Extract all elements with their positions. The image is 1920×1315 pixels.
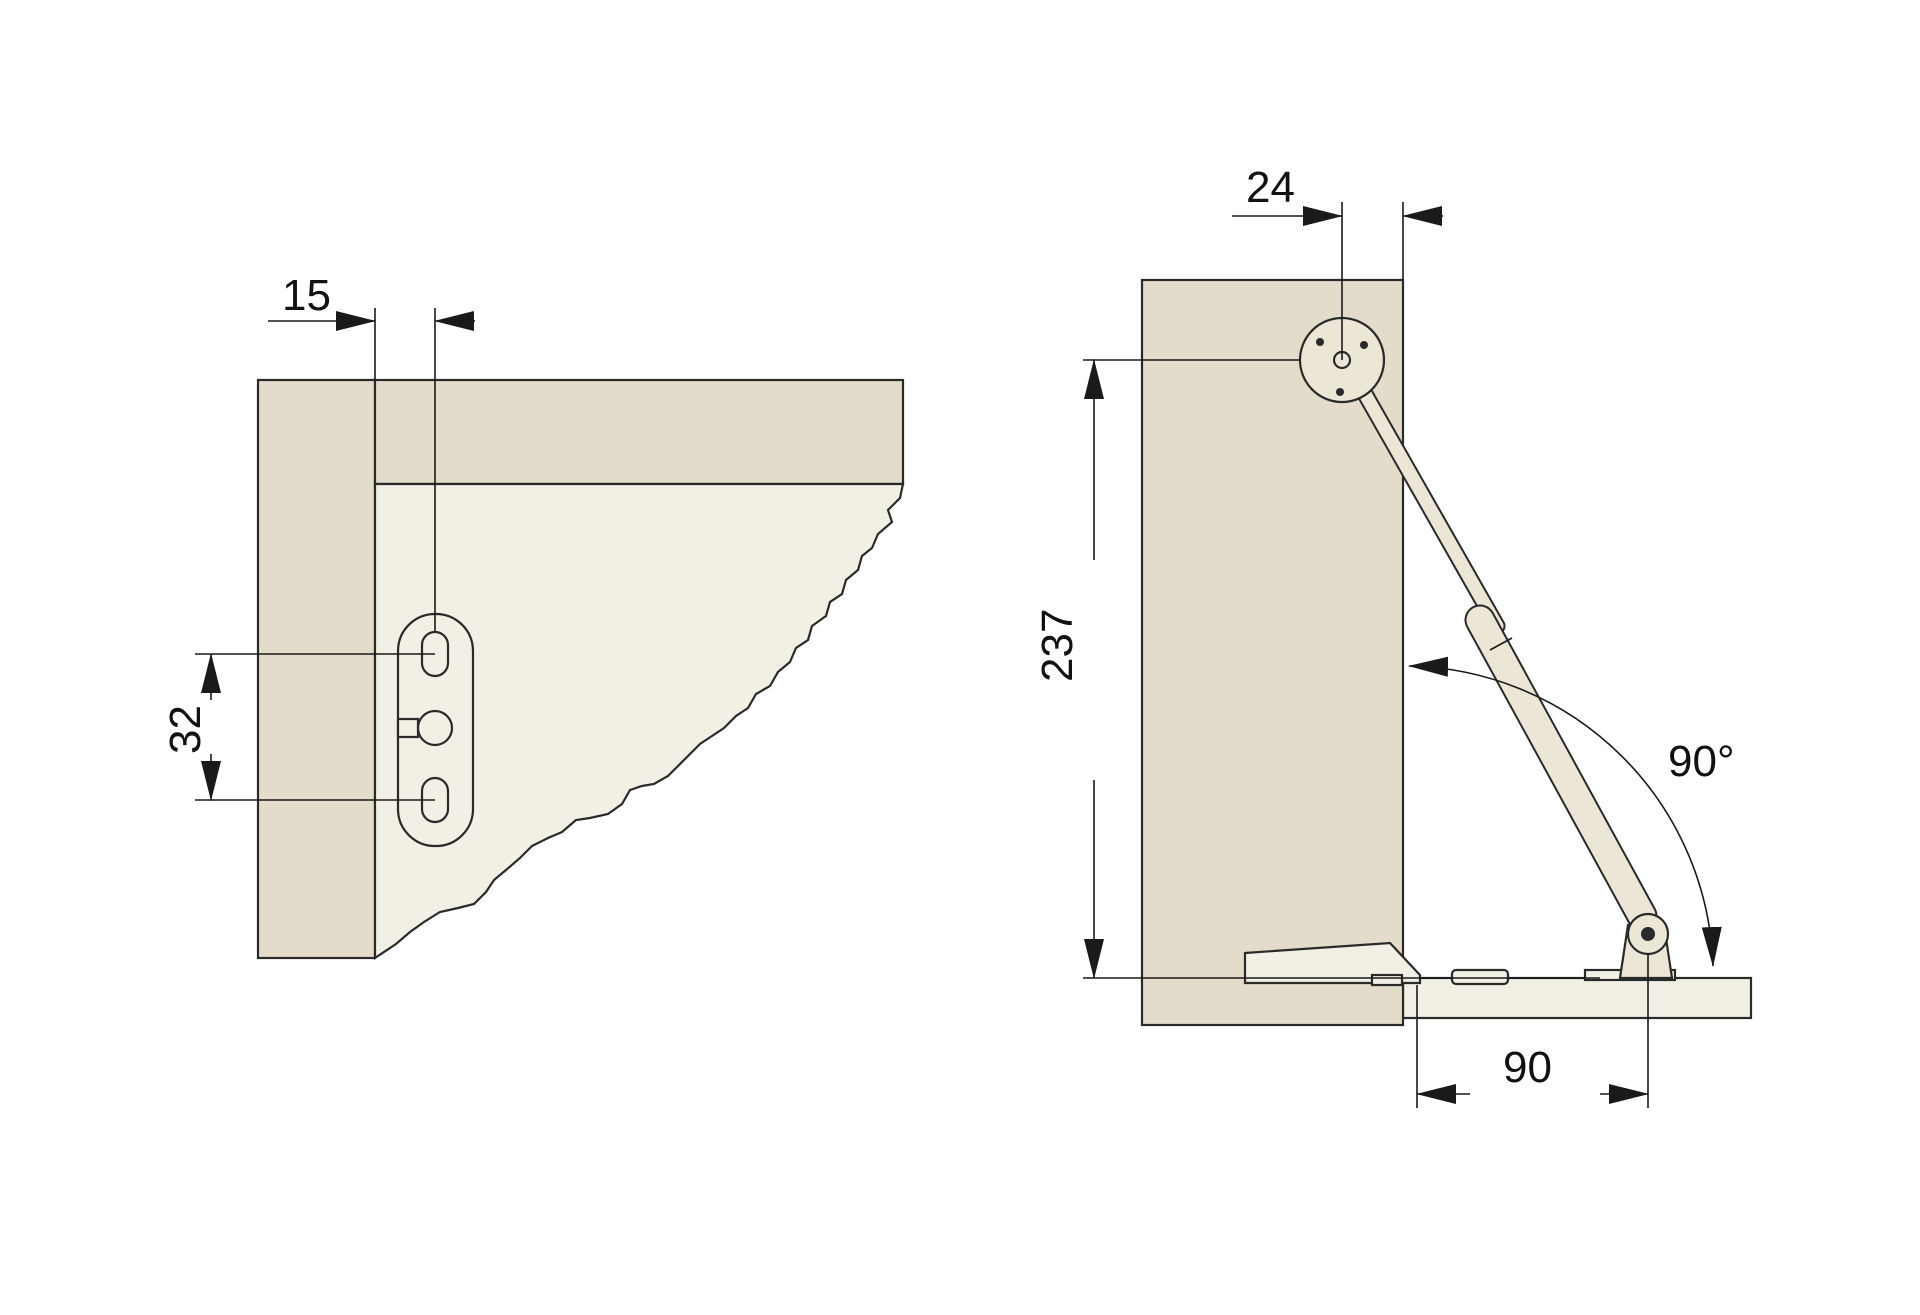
screw-dot-3: [1336, 388, 1344, 396]
angle-label-90: 90°: [1668, 737, 1735, 786]
dimension-label-32: 32: [161, 705, 210, 754]
pin-stem: [396, 717, 420, 739]
right-view: 24 237 90° 90: [1033, 163, 1753, 1108]
hinge-block: [1450, 968, 1510, 986]
side-panel: [256, 378, 377, 960]
dimension-label-90: 90: [1503, 1043, 1552, 1092]
center-pin: [416, 709, 454, 747]
hinge-cup: [1370, 973, 1404, 987]
left-view: 15 32: [161, 271, 905, 961]
dimension-label-15: 15: [282, 271, 331, 320]
flap-panel: [1140, 278, 1405, 1027]
dimension-label-237: 237: [1033, 609, 1082, 682]
top-board: [373, 378, 905, 486]
screw-dot-2: [1360, 341, 1368, 349]
inner-panel-area: [373, 482, 905, 961]
dimension-label-24: 24: [1246, 163, 1295, 212]
angle-arc: [1408, 656, 1722, 967]
screw-dot-1: [1316, 338, 1324, 346]
